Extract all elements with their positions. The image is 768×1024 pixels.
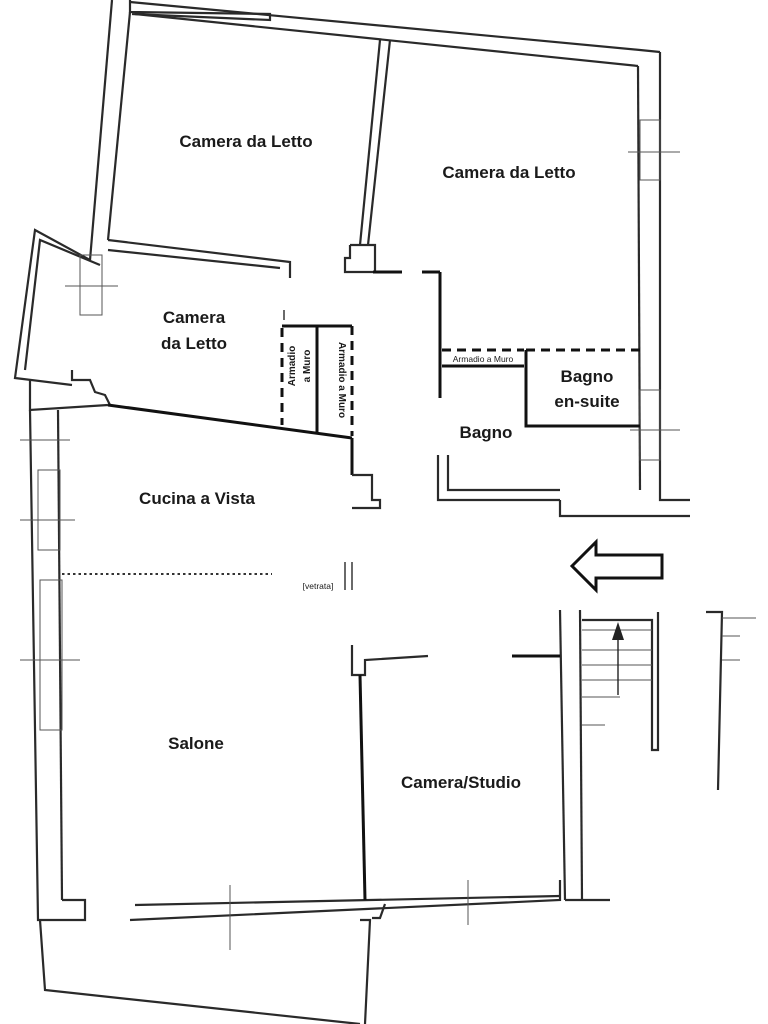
fixture-labels: Armadio a Muro Armadio a Muro Armadio a …: [287, 342, 514, 591]
room-label-study: Camera/Studio: [401, 773, 521, 792]
room-label-kitchen: Cucina a Vista: [139, 489, 255, 508]
room-label-bedroom-small-line1: Camera: [163, 308, 226, 327]
outer-walls: [13, 0, 690, 1024]
glass-partition-label: [vetrata]: [303, 581, 334, 591]
arrow-up-icon: [612, 622, 624, 695]
room-label-ensuite-line1: Bagno: [561, 367, 614, 386]
wardrobe-2-label: Armadio a Muro: [336, 342, 347, 418]
room-label-bedroom-small-line2: da Letto: [161, 334, 227, 353]
wardrobe-1-label-line2: a Muro: [302, 350, 313, 383]
wardrobe-1-label-line1: Armadio: [287, 346, 298, 387]
room-label-living-room: Salone: [168, 734, 224, 753]
interior-walls: [62, 39, 640, 901]
wardrobe-3-label: Armadio a Muro: [453, 354, 514, 364]
room-labels: Camera da Letto Camera da Letto Camera d…: [139, 132, 620, 792]
staircase: [582, 610, 756, 791]
arrow-left-icon: [569, 538, 664, 594]
room-label-bedroom-top-right: Camera da Letto: [442, 163, 575, 182]
room-label-bedroom-top-left: Camera da Letto: [179, 132, 312, 151]
room-label-ensuite-line2: en-suite: [554, 392, 619, 411]
room-label-bathroom: Bagno: [460, 423, 513, 442]
